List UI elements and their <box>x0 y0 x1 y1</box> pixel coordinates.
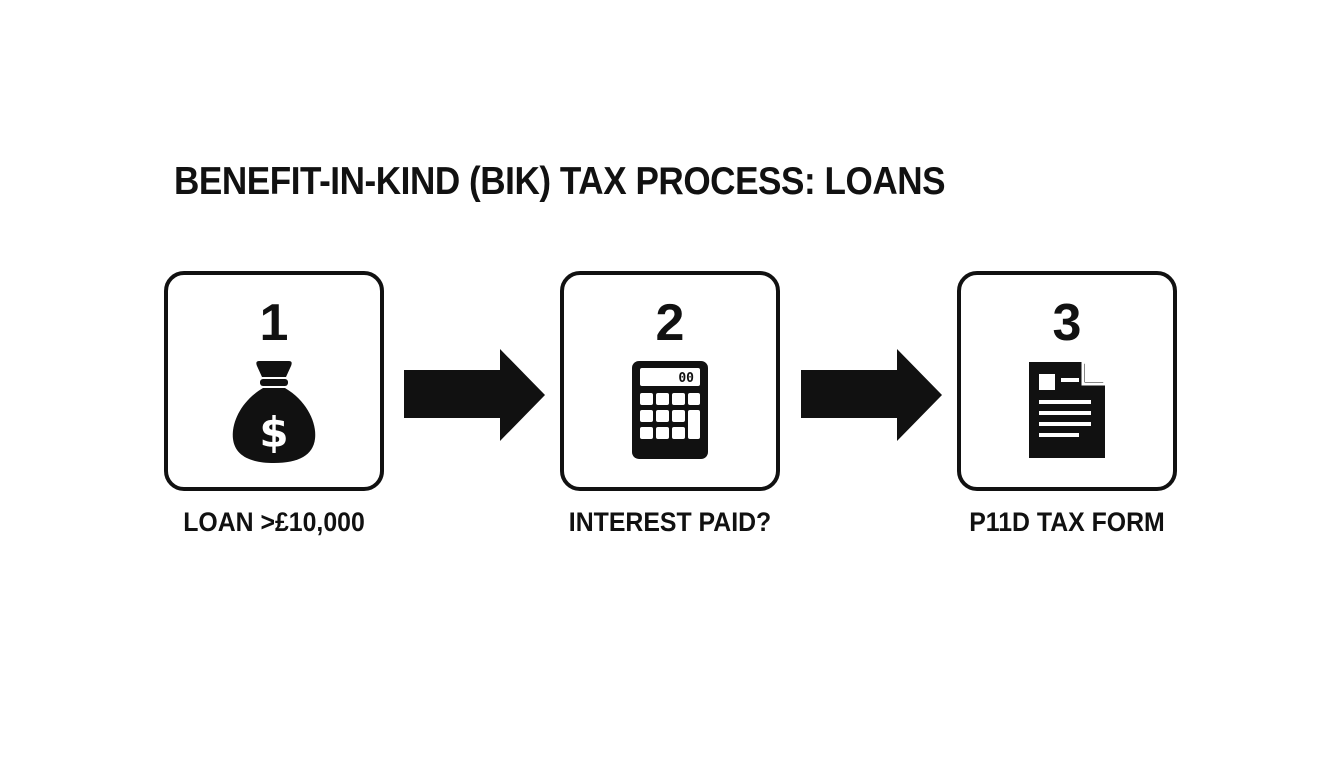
step-2-number: 2 <box>655 294 685 352</box>
calculator-icon: 00 <box>630 359 710 466</box>
arrow-right-2 <box>801 349 943 446</box>
step-1-box: 1 $ <box>164 271 384 491</box>
step-3-number: 3 <box>1052 294 1082 352</box>
step-3-box: 3 <box>957 271 1177 491</box>
arrow-right-1 <box>404 349 546 446</box>
money-bag-icon: $ <box>229 357 319 472</box>
svg-text:00: 00 <box>678 371 694 386</box>
document-icon <box>1027 360 1107 465</box>
step-3-caption: P11D TAX FORM <box>969 507 1165 537</box>
diagram-title: BENEFIT-IN-KIND (BIK) TAX PROCESS: LOANS <box>174 160 946 203</box>
svg-text:$: $ <box>259 408 288 457</box>
step-2-caption: INTEREST PAID? <box>568 507 772 537</box>
step-2-box: 2 00 <box>560 271 780 491</box>
step-1-number: 1 <box>259 294 289 352</box>
step-1-caption: LOAN >£10,000 <box>183 507 365 537</box>
